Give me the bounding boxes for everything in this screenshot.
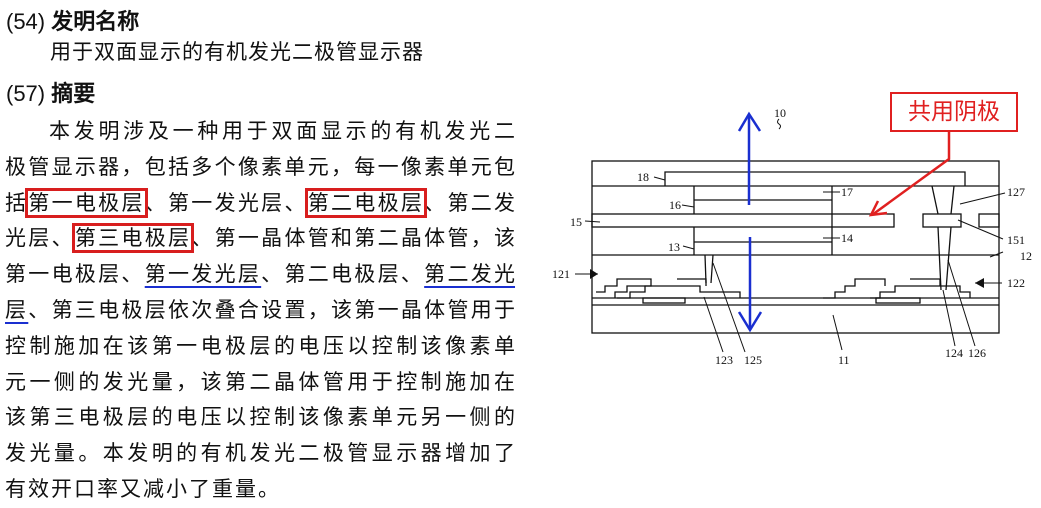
abstract-line: 括第一电极层、第一发光层、第二电极层、第二发	[5, 186, 515, 222]
abstract-line: 该第三电极层的电压以控制该像素单元另一侧的	[5, 400, 515, 436]
section-54-header: (54) 发明名称	[6, 4, 139, 36]
abstract-line: 控制施加在该第一电极层的电压以控制该像素单	[5, 329, 515, 365]
abstract-line: 光层、第三电极层、第一晶体管和第二晶体管，该	[5, 221, 515, 257]
text-segment: 光层、	[5, 226, 75, 251]
underlined-text: 第二发光	[424, 262, 516, 287]
abstract-line: 极管显示器，包括多个像素单元，每一像素单元包	[5, 150, 515, 186]
abstract-line: 有效开口率又减小了重量。	[5, 472, 515, 508]
text-segment: 元一侧的发光量，该第二晶体管用于控制施加在	[5, 369, 515, 394]
text-segment: 、第一晶体管和第二晶体管，该	[191, 226, 516, 251]
abstract-line: 发光量。本发明的有机发光二极管显示器增加了	[5, 436, 515, 472]
arrow-up-head	[737, 111, 762, 132]
abstract-line: 层、第三电极层依次叠合设置，该第一晶体管用于	[5, 293, 515, 329]
text-segment: 括	[5, 190, 29, 215]
arrow-down-head	[737, 311, 763, 333]
abstract-line: 元一侧的发光量，该第二晶体管用于控制施加在	[5, 365, 515, 401]
label-151: 151	[1007, 233, 1025, 247]
text-segment: 该第三电极层的电压以控制该像素单元另一侧的	[5, 405, 515, 430]
label-17: 17	[841, 185, 853, 199]
section-label: 发明名称	[51, 10, 140, 35]
label-121: 121	[552, 267, 570, 281]
label-18: 18	[637, 170, 649, 184]
section-label: 摘要	[51, 82, 96, 107]
layer-structure	[591, 160, 1000, 334]
text-segment: 第一电极层、	[5, 262, 145, 287]
text-segment: 发光量。本发明的有机发光二极管显示器增加了	[5, 441, 515, 466]
leader-lines	[575, 176, 1006, 353]
highlight-box-text: 第一电极层	[25, 187, 148, 218]
label-123: 123	[715, 353, 733, 367]
text-segment: 、第二电极层、	[261, 262, 425, 287]
label-15: 15	[570, 215, 582, 229]
abstract-text: 本发明涉及一种用于双面显示的有机发光二极管显示器，包括多个像素单元，每一像素单元…	[5, 114, 515, 508]
label-126: 126	[968, 346, 986, 360]
label-124: 124	[945, 346, 963, 360]
arrowhead-121	[590, 269, 598, 279]
label-127: 127	[1007, 185, 1025, 199]
text-segment: 极管显示器，包括多个像素单元，每一像素单元包	[5, 154, 515, 179]
text-segment: 有效开口率又减小了重量。	[5, 476, 281, 501]
text-segment: 、第一发光层、	[144, 190, 308, 215]
highlight-box-text: 第二电极层	[304, 187, 428, 218]
section-57-header: (57) 摘要	[6, 76, 95, 108]
text-segment: 本发明涉及一种用于双面显示的有机发光二	[49, 119, 515, 143]
text-segment: 、第二发	[424, 190, 516, 215]
section-number: (57)	[6, 81, 46, 106]
label-10: 10	[774, 106, 786, 120]
invention-title: 用于双面显示的有机发光二极管显示器	[50, 40, 424, 64]
text-segment: 、第三电极层依次叠合设置，该第一晶体管用于	[28, 297, 516, 322]
text-segment: 控制施加在该第一电极层的电压以控制该像素单	[5, 333, 515, 358]
underlined-text: 层	[5, 297, 29, 322]
label-125: 125	[744, 353, 762, 367]
callout-arrow	[868, 131, 951, 217]
label-122: 122	[1007, 276, 1025, 290]
abstract-line: 本发明涉及一种用于双面显示的有机发光二	[5, 114, 515, 150]
label-10-squiggle	[777, 118, 781, 130]
label-11: 11	[838, 353, 850, 367]
label-13: 13	[668, 240, 680, 254]
arrowhead-122	[975, 278, 984, 288]
label-12: 12	[1020, 249, 1032, 263]
underlined-text: 第一发光层	[144, 262, 262, 287]
highlight-box-text: 第三电极层	[71, 223, 195, 254]
light-emission-arrows	[737, 111, 763, 333]
abstract-line: 第一电极层、第一发光层、第二电极层、第二发光	[5, 257, 515, 293]
section-number: (54)	[6, 9, 46, 34]
label-14: 14	[841, 231, 853, 245]
shared-cathode-callout: 共用阴极	[890, 92, 1018, 132]
label-16: 16	[669, 198, 681, 212]
